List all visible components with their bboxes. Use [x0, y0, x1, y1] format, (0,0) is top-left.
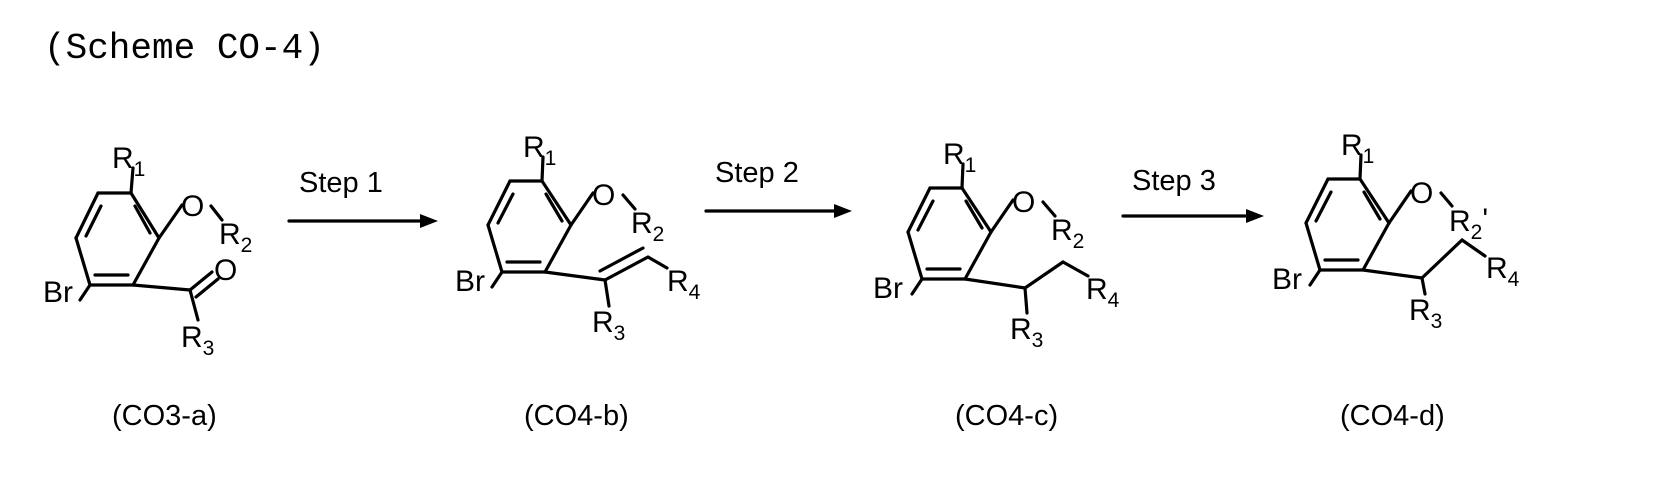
step-label: Step 2: [715, 157, 799, 189]
compound-label: (CO4-d): [1340, 400, 1445, 432]
compound-co4-d: R1 O R2' Br R4 R3 (CO4-d): [1272, 129, 1520, 432]
atom-r2: R2: [219, 218, 252, 257]
atom-r2-prime: R2': [1449, 203, 1488, 244]
bond-br: [80, 285, 90, 300]
bond-o: [159, 205, 182, 238]
benzene-ring: [908, 188, 991, 279]
atom-r1: R1: [943, 138, 976, 177]
atom-br: Br: [43, 276, 73, 309]
atom-r2: R2: [1051, 214, 1084, 253]
compound-co3-a: R1 O R2 Br O R3 (CO3-a): [43, 142, 252, 432]
atom-o: O: [1012, 186, 1035, 219]
atom-br: Br: [1272, 263, 1302, 296]
atom-r3: R3: [181, 321, 214, 360]
step-label: Step 1: [299, 167, 383, 199]
atom-carbonyl-o: O: [214, 254, 237, 287]
atom-r3: R3: [592, 306, 625, 345]
atom-o: O: [1410, 177, 1433, 210]
benzene-ring: [76, 193, 159, 285]
compound-label: (CO4-b): [524, 400, 629, 432]
atom-r1: R1: [1341, 129, 1374, 168]
scheme-title: (Scheme CO-4): [44, 28, 325, 69]
atom-r3: R3: [1010, 313, 1043, 352]
atom-r3: R3: [1409, 294, 1442, 333]
benzene-ring: [1306, 179, 1389, 270]
atom-r4: R4: [667, 265, 701, 304]
atom-br: Br: [873, 272, 903, 305]
atom-r4: R4: [1086, 273, 1120, 312]
atom-r1: R1: [112, 142, 145, 181]
benzene-ring: [488, 181, 571, 272]
step-label: Step 3: [1132, 165, 1216, 197]
atom-o: O: [181, 190, 204, 223]
compound-co4-b: R1 O R2 Br R4 R3 (CO4-b): [455, 131, 701, 432]
bond-carbonyl-c: [133, 285, 190, 290]
compound-label: (CO3-a): [112, 400, 217, 432]
compound-label: (CO4-c): [955, 400, 1058, 432]
reaction-arrow-3: Step 3: [1123, 165, 1264, 223]
atom-r4: R4: [1486, 252, 1520, 291]
compound-co4-c: R1 O R2 Br R4 R3 (CO4-c): [873, 138, 1120, 432]
reaction-arrow-1: Step 1: [289, 167, 438, 228]
atom-r2: R2: [631, 207, 664, 246]
reaction-arrow-2: Step 2: [706, 157, 852, 218]
atom-r1: R1: [523, 131, 556, 170]
atom-br: Br: [455, 265, 485, 298]
atom-o: O: [592, 179, 615, 212]
